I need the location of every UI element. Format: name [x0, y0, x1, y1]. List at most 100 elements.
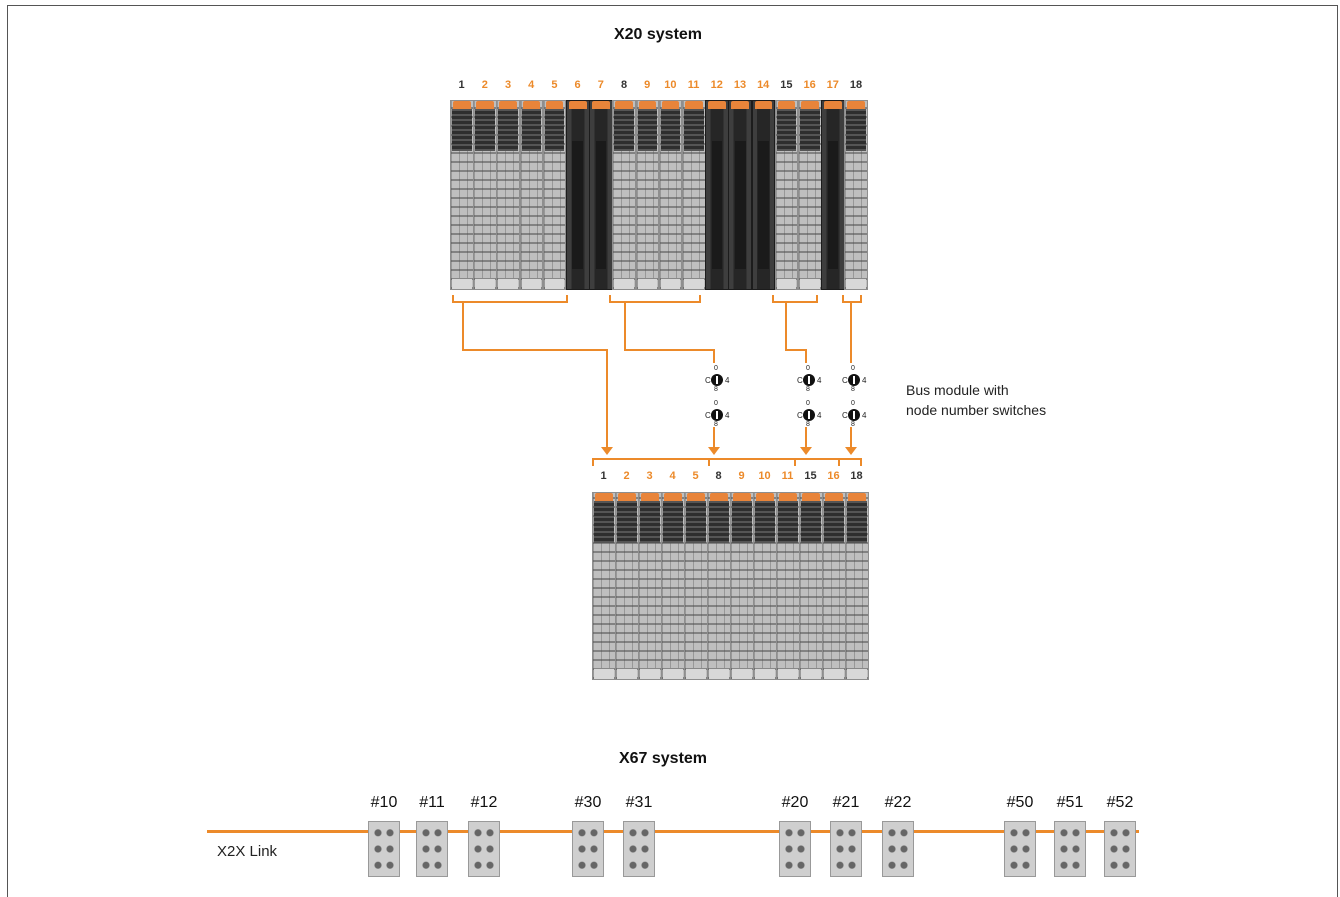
io-module [822, 492, 846, 680]
wire-segment [462, 349, 608, 351]
module-base [755, 668, 775, 679]
x67-module [623, 821, 655, 877]
switch-label: C [842, 411, 848, 420]
module-base [846, 278, 867, 289]
io-module [707, 492, 731, 680]
module-base [660, 278, 681, 289]
x67-module-label: #11 [419, 794, 445, 811]
module-base [614, 278, 635, 289]
module-cap [618, 493, 636, 501]
module-cap [801, 101, 819, 109]
module-status-panel [846, 109, 867, 151]
io-module [684, 492, 708, 680]
module-cap [825, 493, 843, 501]
diagram-frame [7, 5, 1338, 897]
switch-label: C [705, 376, 711, 385]
module-status-panel [801, 501, 821, 543]
module-number: 4 [528, 79, 535, 91]
module-cap [756, 493, 774, 501]
switch-label: C [797, 411, 803, 420]
module-slot [734, 141, 746, 269]
module-base [686, 668, 706, 679]
switch-label: 0 [851, 400, 855, 407]
module-cap [733, 493, 751, 501]
switch-label: 8 [851, 421, 855, 428]
x2x-link-line [207, 830, 1139, 833]
arrow-head [845, 447, 857, 455]
module-slot [711, 141, 723, 269]
module-cap [731, 101, 750, 109]
module-status-panel [594, 501, 614, 543]
module-status-panel [660, 109, 681, 151]
wire-segment [850, 303, 852, 363]
bus-module [566, 100, 590, 290]
module-base [640, 668, 660, 679]
module-number: 9 [738, 470, 745, 482]
module-slot [595, 141, 607, 269]
io-module [496, 100, 521, 290]
switch-label: 0 [851, 365, 855, 372]
wire-segment [713, 427, 715, 449]
module-cap [453, 101, 471, 109]
module-base [684, 278, 704, 289]
module-cap [638, 101, 657, 109]
module-number: 11 [781, 470, 794, 482]
io-module [658, 100, 683, 290]
wire-segment [606, 349, 608, 451]
io-module [450, 100, 474, 290]
module-cap [754, 101, 773, 109]
io-module [753, 492, 777, 680]
module-number: 13 [733, 79, 747, 91]
module-status-panel [755, 501, 775, 543]
module-cap [595, 493, 613, 501]
module-base [617, 668, 637, 679]
module-cap [708, 101, 726, 109]
io-module [798, 100, 822, 290]
bus-module-note: Bus module with node number switches [906, 380, 1046, 420]
x20-bottom-module-rack [592, 492, 869, 680]
switch-label: C [797, 376, 803, 385]
module-base [732, 668, 752, 679]
module-number: 11 [687, 79, 700, 91]
module-number: 3 [646, 470, 653, 482]
module-number: 15 [780, 79, 793, 91]
x67-module-label: #31 [625, 794, 653, 811]
io-module [638, 492, 662, 680]
switch-dial [848, 374, 860, 386]
module-base [800, 278, 820, 289]
switch-dial [803, 409, 815, 421]
module-base [452, 278, 472, 289]
wire-segment [713, 349, 715, 363]
switch-label: 0 [806, 400, 810, 407]
module-number: 14 [757, 79, 770, 91]
switch-label: 0 [714, 400, 718, 407]
module-number: 18 [850, 470, 863, 482]
module-number: 9 [644, 79, 651, 91]
module-number: 5 [692, 470, 699, 482]
module-status-panel [847, 501, 867, 543]
switch-label: 0 [806, 365, 810, 372]
module-cap [685, 101, 703, 109]
module-status-panel [663, 501, 683, 543]
switch-dial [848, 409, 860, 421]
module-number: 5 [551, 79, 558, 91]
module-number: 10 [664, 79, 677, 91]
io-module [730, 492, 754, 680]
module-base [594, 668, 614, 679]
bus-module [728, 100, 753, 290]
switch-label: 8 [714, 421, 718, 428]
note-line-1: Bus module with [906, 382, 1009, 398]
wire-segment [624, 303, 626, 351]
bus-module [705, 100, 729, 290]
arrow-head [601, 447, 613, 455]
io-module [592, 492, 616, 680]
bracket-module-18 [842, 295, 862, 303]
switch-label: 8 [806, 421, 810, 428]
x67-module-label: #20 [781, 794, 809, 811]
x67-module [1104, 821, 1136, 877]
module-number: 1 [600, 470, 607, 482]
note-line-2: node number switches [906, 402, 1047, 418]
module-number: 4 [669, 470, 676, 482]
